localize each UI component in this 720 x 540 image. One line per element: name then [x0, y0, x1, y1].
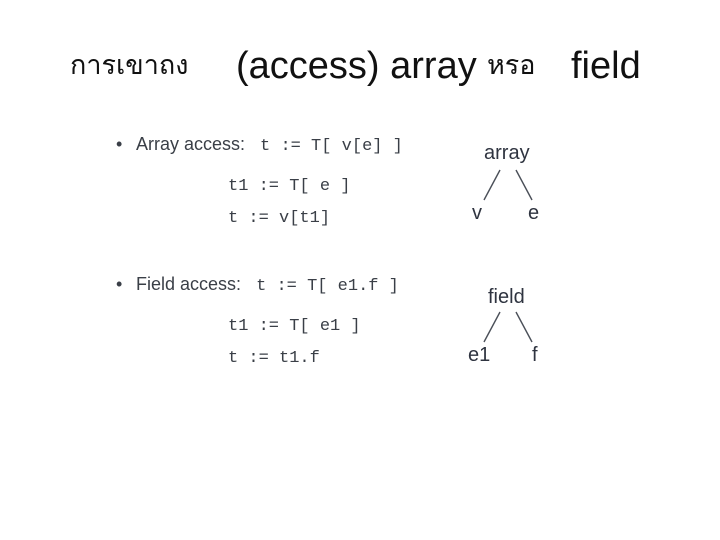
bullet: •	[116, 274, 123, 294]
field-code-line-1: t1 := T[ e1 ]	[228, 317, 361, 336]
access-figure: • Array access: t := T[ v[e] ] t1 := T[ e…	[108, 118, 568, 388]
field-tree-root: field	[488, 286, 525, 308]
bullet: •	[116, 134, 123, 154]
title-thai-or: หรอ	[487, 50, 536, 81]
field-tree-right: f	[532, 344, 538, 366]
array-code-line-1: t1 := T[ e ]	[228, 177, 351, 196]
tree-edges	[483, 169, 533, 343]
field-tree-left: e1	[468, 344, 491, 366]
field-code-line-2: t := t1.f	[228, 349, 320, 368]
array-tree-root: array	[484, 142, 530, 164]
field-tree-right-edge	[515, 311, 533, 343]
array-tree-left-edge	[483, 169, 501, 201]
array-tree-right-edge	[515, 169, 533, 201]
title-main: (access) array	[236, 45, 477, 87]
array-access-code: t := T[ v[e] ]	[260, 137, 403, 156]
field-access-code: t := T[ e1.f ]	[256, 277, 399, 296]
array-access-label: Array access:	[136, 134, 246, 154]
array-tree-right: e	[528, 202, 540, 224]
field-access-row: • Field access: t := T[ e1.f ]	[116, 272, 399, 299]
array-access-row: • Array access: t := T[ v[e] ]	[116, 132, 403, 159]
field-access-label: Field access:	[136, 274, 242, 294]
array-code-line-2: t := v[t1]	[228, 209, 331, 228]
title-field: field	[571, 45, 641, 87]
title-thai-prefix: การเขาถง	[70, 50, 189, 81]
array-tree-left: v	[472, 202, 482, 224]
field-tree-left-edge	[483, 311, 501, 343]
